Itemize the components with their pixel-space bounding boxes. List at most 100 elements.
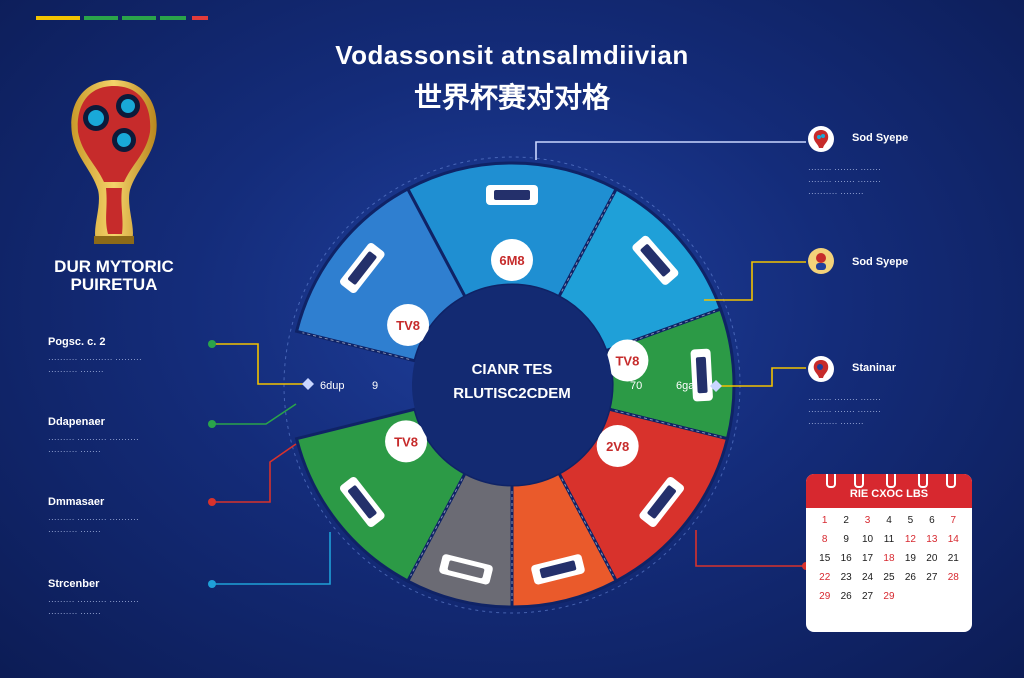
calendar-day[interactable]: 27 xyxy=(862,591,874,602)
calendar-day[interactable]: 11 xyxy=(883,534,895,545)
badge-lower-left xyxy=(385,420,428,463)
sector-plate-inner xyxy=(647,485,676,519)
badge-upper-right xyxy=(606,339,649,382)
note-title: Ddapenaer xyxy=(48,416,105,428)
calendar-day[interactable]: 21 xyxy=(947,553,959,564)
logo-line2: PUIRETUA xyxy=(70,275,158,294)
badge-upper-right-label: TV8 xyxy=(615,353,639,368)
note-title: Sod Syepe xyxy=(852,132,909,144)
calendar-day[interactable]: 28 xyxy=(947,572,959,583)
calendar-day[interactable]: 12 xyxy=(904,534,916,545)
calendar-day[interactable]: 4 xyxy=(886,515,892,526)
team-crest-icon xyxy=(808,356,834,382)
sector-plate-inner xyxy=(539,560,577,579)
logo-line1: DUR MYTORIC xyxy=(54,257,174,276)
calendar-day[interactable]: 25 xyxy=(883,572,895,583)
sector-top xyxy=(405,161,619,299)
calendar-day[interactable]: 20 xyxy=(926,553,938,564)
calendar-day[interactable]: 3 xyxy=(864,515,871,526)
sector-plate-inner xyxy=(695,356,708,394)
sector-divider xyxy=(614,410,722,438)
diagram-center-label: CIANR TES RLUTISC2CDEM xyxy=(430,358,594,406)
note-body: ········ ······· ········ xyxy=(808,177,882,186)
badge-upper-left xyxy=(387,304,430,346)
calendar-day[interactable]: 29 xyxy=(883,591,895,602)
calendar-day[interactable]: 6 xyxy=(929,515,935,526)
calendar-day[interactable]: 9 xyxy=(843,534,849,545)
calendar-day[interactable]: 5 xyxy=(907,515,914,526)
sector-divider xyxy=(561,478,614,576)
player-icon xyxy=(808,248,834,274)
calendar-day[interactable]: 27 xyxy=(926,572,938,583)
sector-divider xyxy=(561,194,614,292)
calendar-day[interactable]: 2 xyxy=(843,515,849,526)
calendar-day[interactable]: 26 xyxy=(840,591,852,602)
calendar-day[interactable]: 7 xyxy=(950,515,957,526)
side-label-right-a: 70 xyxy=(630,380,642,392)
note-body: ········· ·········· ·········· xyxy=(48,515,140,524)
calendar-day[interactable]: 15 xyxy=(819,553,831,564)
calendar-day[interactable]: 26 xyxy=(904,572,916,583)
note-right-2: Sod Syepe xyxy=(852,256,982,268)
sector-plate-inner xyxy=(348,485,377,519)
world-cup-trophy-icon xyxy=(71,80,157,244)
calendar-day[interactable]: 8 xyxy=(821,534,828,545)
note-body: ········· ·········· ·········· xyxy=(48,597,140,606)
note-body: ·········· ········ xyxy=(808,419,864,428)
note-body: ·········· ······· xyxy=(48,447,101,456)
connector-lines xyxy=(212,141,806,585)
sector-divider xyxy=(410,478,463,576)
team-crest-icon xyxy=(808,126,834,152)
diagram-hub xyxy=(412,285,612,485)
sector-plate-inner xyxy=(640,244,671,277)
calendar-ring xyxy=(826,474,836,488)
side-label-left-a: 6dup xyxy=(320,380,344,392)
page-title: Vodassonsit atnsalmdiivian xyxy=(335,40,689,70)
calendar-day[interactable]: 24 xyxy=(862,572,874,583)
sector-plate-inner xyxy=(494,190,530,200)
sector-plate-inner xyxy=(447,560,485,579)
center-line1: CIANR TES xyxy=(471,361,553,378)
calendar-day[interactable]: 10 xyxy=(862,534,874,545)
calendar-day[interactable]: 23 xyxy=(840,572,852,583)
calendar-day[interactable]: 1 xyxy=(821,515,828,526)
logo-text: DUR MYTORIC PUIRETUA xyxy=(30,258,198,294)
calendar-ring xyxy=(918,474,928,488)
note-left-4: Strcenber ········· ·········· ·········… xyxy=(48,578,218,620)
top-color-bar xyxy=(36,16,208,22)
note-left-3: Dmmasaer ········· ·········· ··········… xyxy=(48,496,218,538)
badge-lower-left-label: TV8 xyxy=(394,434,418,449)
note-right-3: Staninar xyxy=(852,362,982,374)
side-label-left-b: 9 xyxy=(372,380,378,392)
note-title: Sod Syepe xyxy=(852,256,909,268)
sector-divider xyxy=(302,332,410,360)
note-title: Dmmasaer xyxy=(48,496,105,508)
note-left-1: Pogsc. c. 2 ·········· ··········· ·····… xyxy=(48,336,218,378)
calendar-day[interactable]: 16 xyxy=(840,553,852,564)
side-label-right-b: 6ga xyxy=(676,380,695,392)
note-body: ·········· ··········· ········· xyxy=(48,355,142,364)
note-body: ········ ······· ········ xyxy=(808,407,882,416)
badge-top-label: 6M8 xyxy=(499,253,524,268)
calendar-day[interactable]: 19 xyxy=(904,553,916,564)
badge-lower-right-label: 2V8 xyxy=(606,439,629,454)
note-body: ········ ········ ······· xyxy=(808,165,882,174)
calendar-day[interactable]: 29 xyxy=(819,591,831,602)
calendar-day[interactable]: 17 xyxy=(862,553,874,564)
calendar-ring xyxy=(886,474,896,488)
calendar-ring xyxy=(854,474,864,488)
badge-top xyxy=(491,239,533,281)
page-subtitle: 世界杯赛对对格 xyxy=(413,81,610,114)
calendar-ring xyxy=(946,474,956,488)
badge-upper-left-label: TV8 xyxy=(396,318,420,333)
note-left-2: Ddapenaer ········· ·········· ·········… xyxy=(48,416,218,458)
note-body: ·········· ······· xyxy=(48,527,101,536)
sector-plate-inner xyxy=(348,251,377,285)
calendar-day[interactable]: 14 xyxy=(947,534,959,545)
calendar-day[interactable]: 13 xyxy=(926,534,938,545)
calendar-day[interactable]: 18 xyxy=(883,553,895,564)
center-line2: RLUTISC2CDEM xyxy=(453,385,571,402)
calendar-day[interactable]: 22 xyxy=(819,572,831,583)
